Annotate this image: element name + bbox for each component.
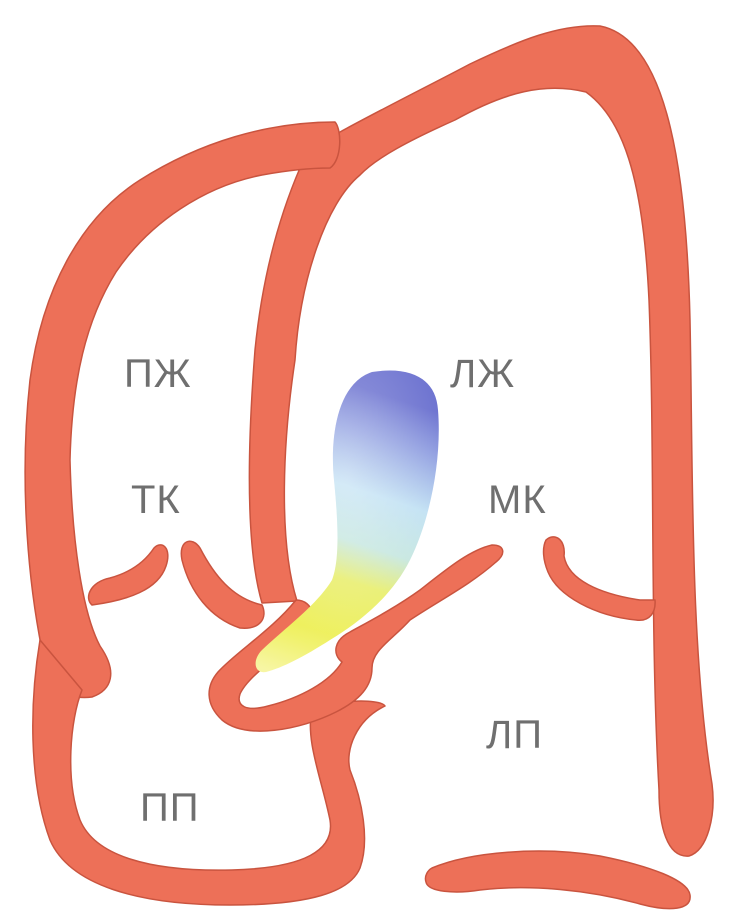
label-right-atrium: ПП: [140, 786, 200, 831]
tricuspid-leaflet-left: [89, 545, 168, 605]
left-atrium-floor: [425, 851, 690, 909]
mitral-leaflet: [544, 537, 656, 620]
label-left-atrium: ЛП: [486, 713, 543, 758]
label-mitral-valve: МК: [488, 478, 547, 523]
label-right-ventricle: ПЖ: [124, 352, 192, 397]
tricuspid-leaflet-right: [181, 541, 264, 628]
label-left-ventricle: ЛЖ: [450, 352, 515, 397]
label-tricuspid-valve: ТК: [131, 478, 181, 523]
